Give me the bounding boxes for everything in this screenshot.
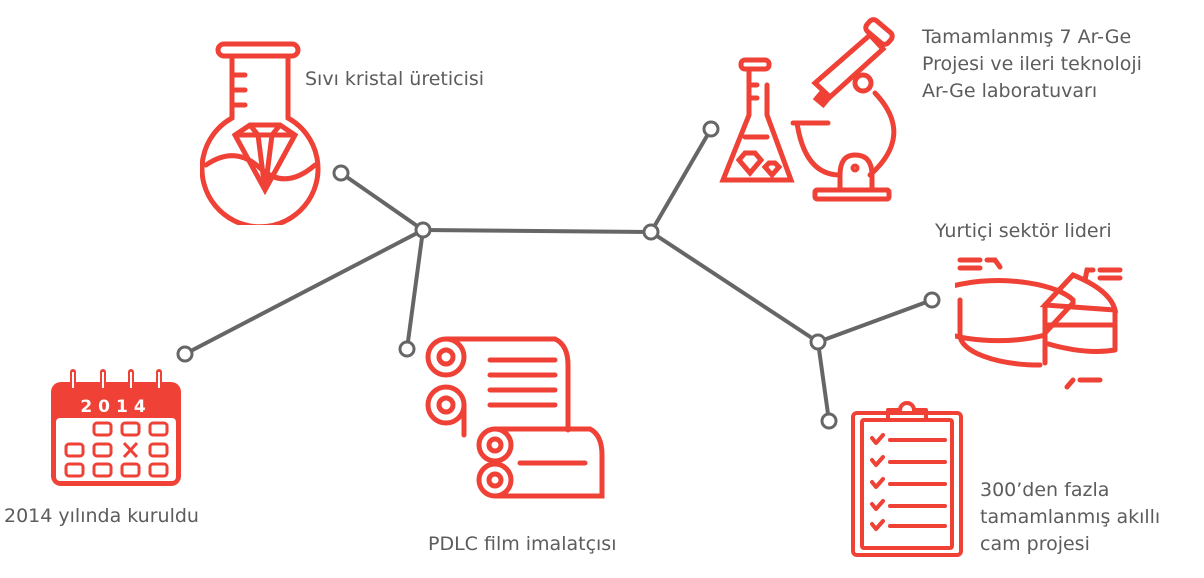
- label-line: Projesi ve ileri teknoloji: [922, 53, 1142, 75]
- hub-node: [809, 333, 827, 351]
- milestone-label: Sıvı kristal üreticisi: [305, 68, 485, 90]
- hub-node: [414, 221, 432, 239]
- milestone-label: 2014 yılında kuruldu: [4, 505, 199, 527]
- label-line: 300’den fazla: [980, 479, 1110, 501]
- label-line: Tamamlanmış 7 Ar-Ge: [922, 26, 1132, 48]
- milestone-label: PDLC film imalatçısı: [428, 533, 617, 555]
- end-node: [820, 412, 838, 430]
- calendar-year: 2014: [80, 397, 151, 417]
- milestone-label: 300’den fazla tamamlanmış akıllı cam pro…: [980, 477, 1160, 558]
- milestone-label: Tamamlanmış 7 Ar-Ge Projesi ve ileri tek…: [922, 24, 1142, 105]
- end-node: [702, 120, 720, 138]
- flask-diamond-icon: [200, 41, 321, 225]
- label-line: cam projesi: [980, 533, 1090, 555]
- hub-node: [642, 223, 660, 241]
- end-node: [332, 164, 350, 182]
- end-node: [398, 340, 416, 358]
- milestone-label: Yurtiçi sektör lideri: [935, 220, 1112, 242]
- end-node: [176, 345, 194, 363]
- label-line: tamamlanmış akıllı: [980, 506, 1161, 528]
- clipboard-checklist-icon: [851, 401, 963, 557]
- calendar-icon: 2014: [49, 368, 183, 488]
- end-node: [923, 291, 941, 309]
- film-rolls-icon: [425, 336, 605, 499]
- lab-microscope-icon: [719, 17, 897, 202]
- pie-chart-icon: [955, 257, 1123, 390]
- label-line: Ar-Ge laboratuvarı: [922, 80, 1098, 102]
